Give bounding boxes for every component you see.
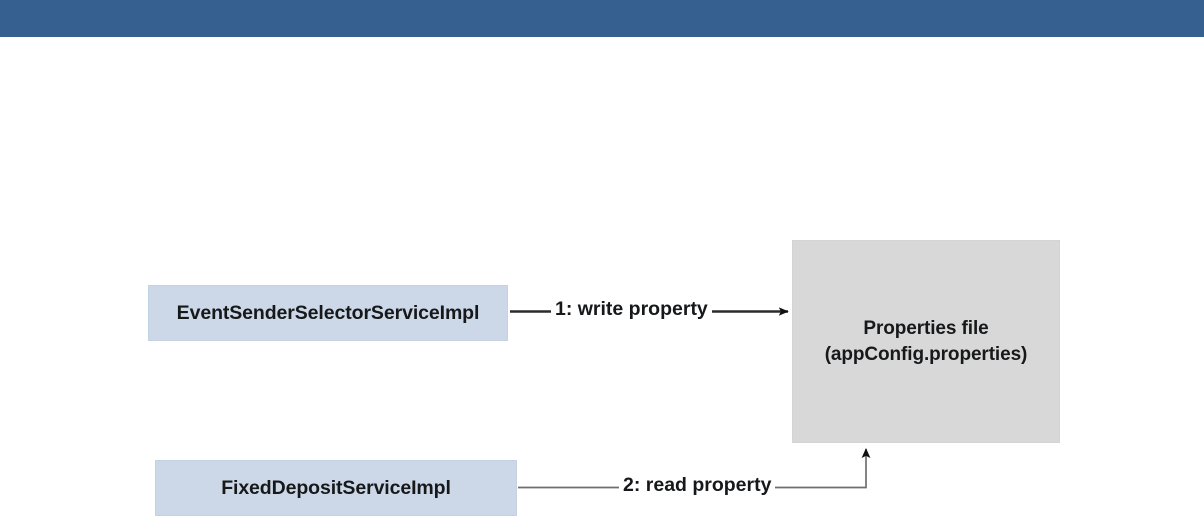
node-properties-file-label-line1: Properties file (863, 317, 989, 339)
node-properties-file-label-line2: (appConfig.properties) (824, 343, 1028, 365)
node-fixed-deposit-label: FixedDepositServiceImpl (221, 476, 451, 499)
node-event-sender-selector-service-impl[interactable]: EventSenderSelectorServiceImpl (148, 285, 508, 341)
edge-label-read-property: 2: read property (619, 474, 776, 497)
node-fixed-deposit-service-impl[interactable]: FixedDepositServiceImpl (155, 460, 517, 516)
node-properties-file[interactable]: Properties file (appConfig.properties) (792, 240, 1060, 443)
node-event-sender-label: EventSenderSelectorServiceImpl (176, 301, 480, 324)
top-banner (0, 0, 1204, 37)
edge-label-write-property: 1: write property (551, 298, 712, 321)
